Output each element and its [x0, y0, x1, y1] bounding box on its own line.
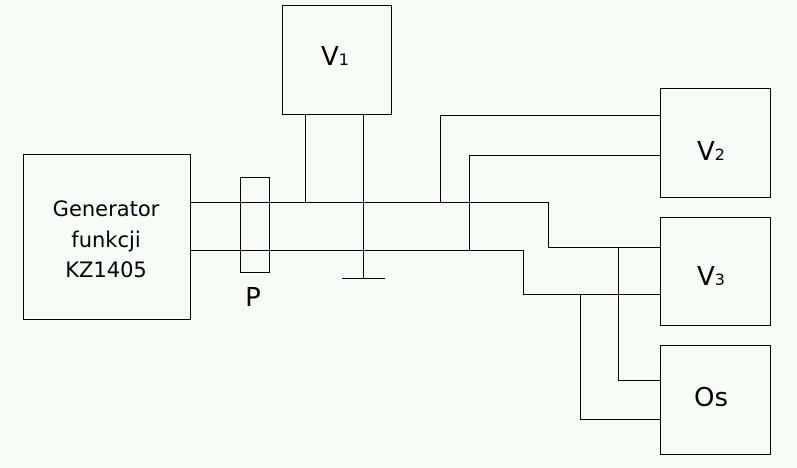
oscilloscope-block: Os — [660, 345, 771, 455]
v2-box — [660, 88, 771, 198]
generator-box — [23, 154, 191, 320]
wire-top-bus — [190, 202, 660, 248]
probe-box — [240, 177, 270, 273]
v3-box — [660, 217, 771, 326]
probe-block: P — [240, 177, 270, 313]
v1-box — [282, 5, 392, 115]
generator-label-1: Generator — [53, 197, 160, 221]
voltmeter-v3: V3 — [660, 217, 771, 326]
os-box — [660, 345, 771, 455]
voltmeter-v2: V2 — [660, 88, 771, 198]
generator-label-3: KZ1405 — [65, 258, 147, 282]
voltmeter-v1: V1 — [282, 5, 392, 115]
wire-v2-a — [440, 115, 660, 202]
wire-os-a — [618, 247, 660, 381]
v2-label: V2 — [697, 137, 725, 167]
wiring — [190, 114, 660, 420]
v3-label: V3 — [697, 262, 725, 292]
wire-bottom-bus — [190, 250, 660, 295]
wire-os-b — [580, 294, 660, 420]
wire-v2-b — [469, 155, 660, 250]
generator-block: Generator funkcji KZ1405 — [23, 154, 191, 320]
probe-label: P — [245, 283, 261, 313]
v1-label: V1 — [321, 42, 349, 72]
os-label: Os — [694, 383, 728, 413]
generator-label-2: funkcji — [71, 228, 140, 252]
